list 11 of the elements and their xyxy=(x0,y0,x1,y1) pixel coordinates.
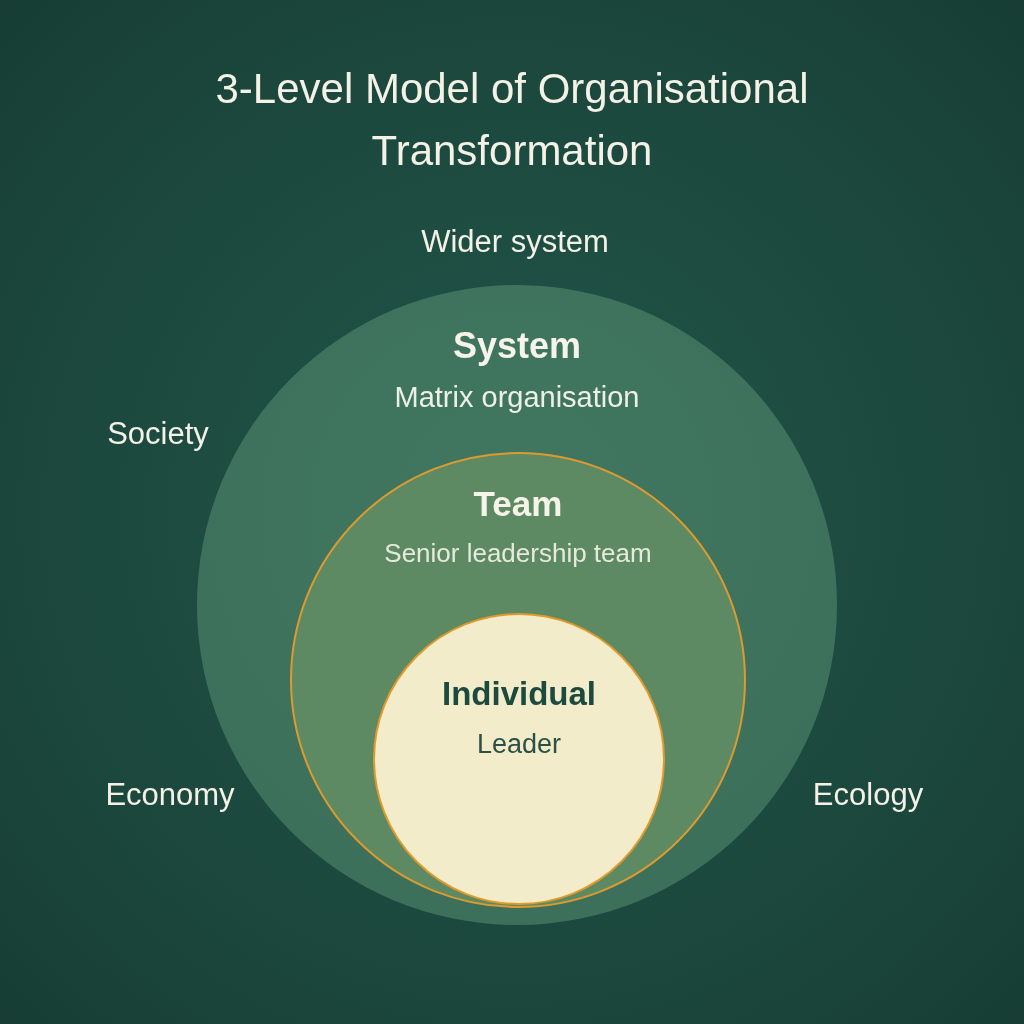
level-description: Leader xyxy=(476,729,562,760)
context-label: Wider system xyxy=(421,224,609,260)
context-label: Ecology xyxy=(812,777,924,813)
level-description: Senior leadership team xyxy=(384,538,652,569)
context-label: Economy xyxy=(105,777,235,813)
level-heading: System xyxy=(452,325,582,367)
diagram-title: 3-Level Model of Organisational Transformation xyxy=(214,64,810,176)
level-description: Matrix organisation xyxy=(394,381,640,414)
level-heading: Individual xyxy=(442,675,596,713)
level-heading: Team xyxy=(473,484,563,524)
context-label: Society xyxy=(107,416,209,452)
